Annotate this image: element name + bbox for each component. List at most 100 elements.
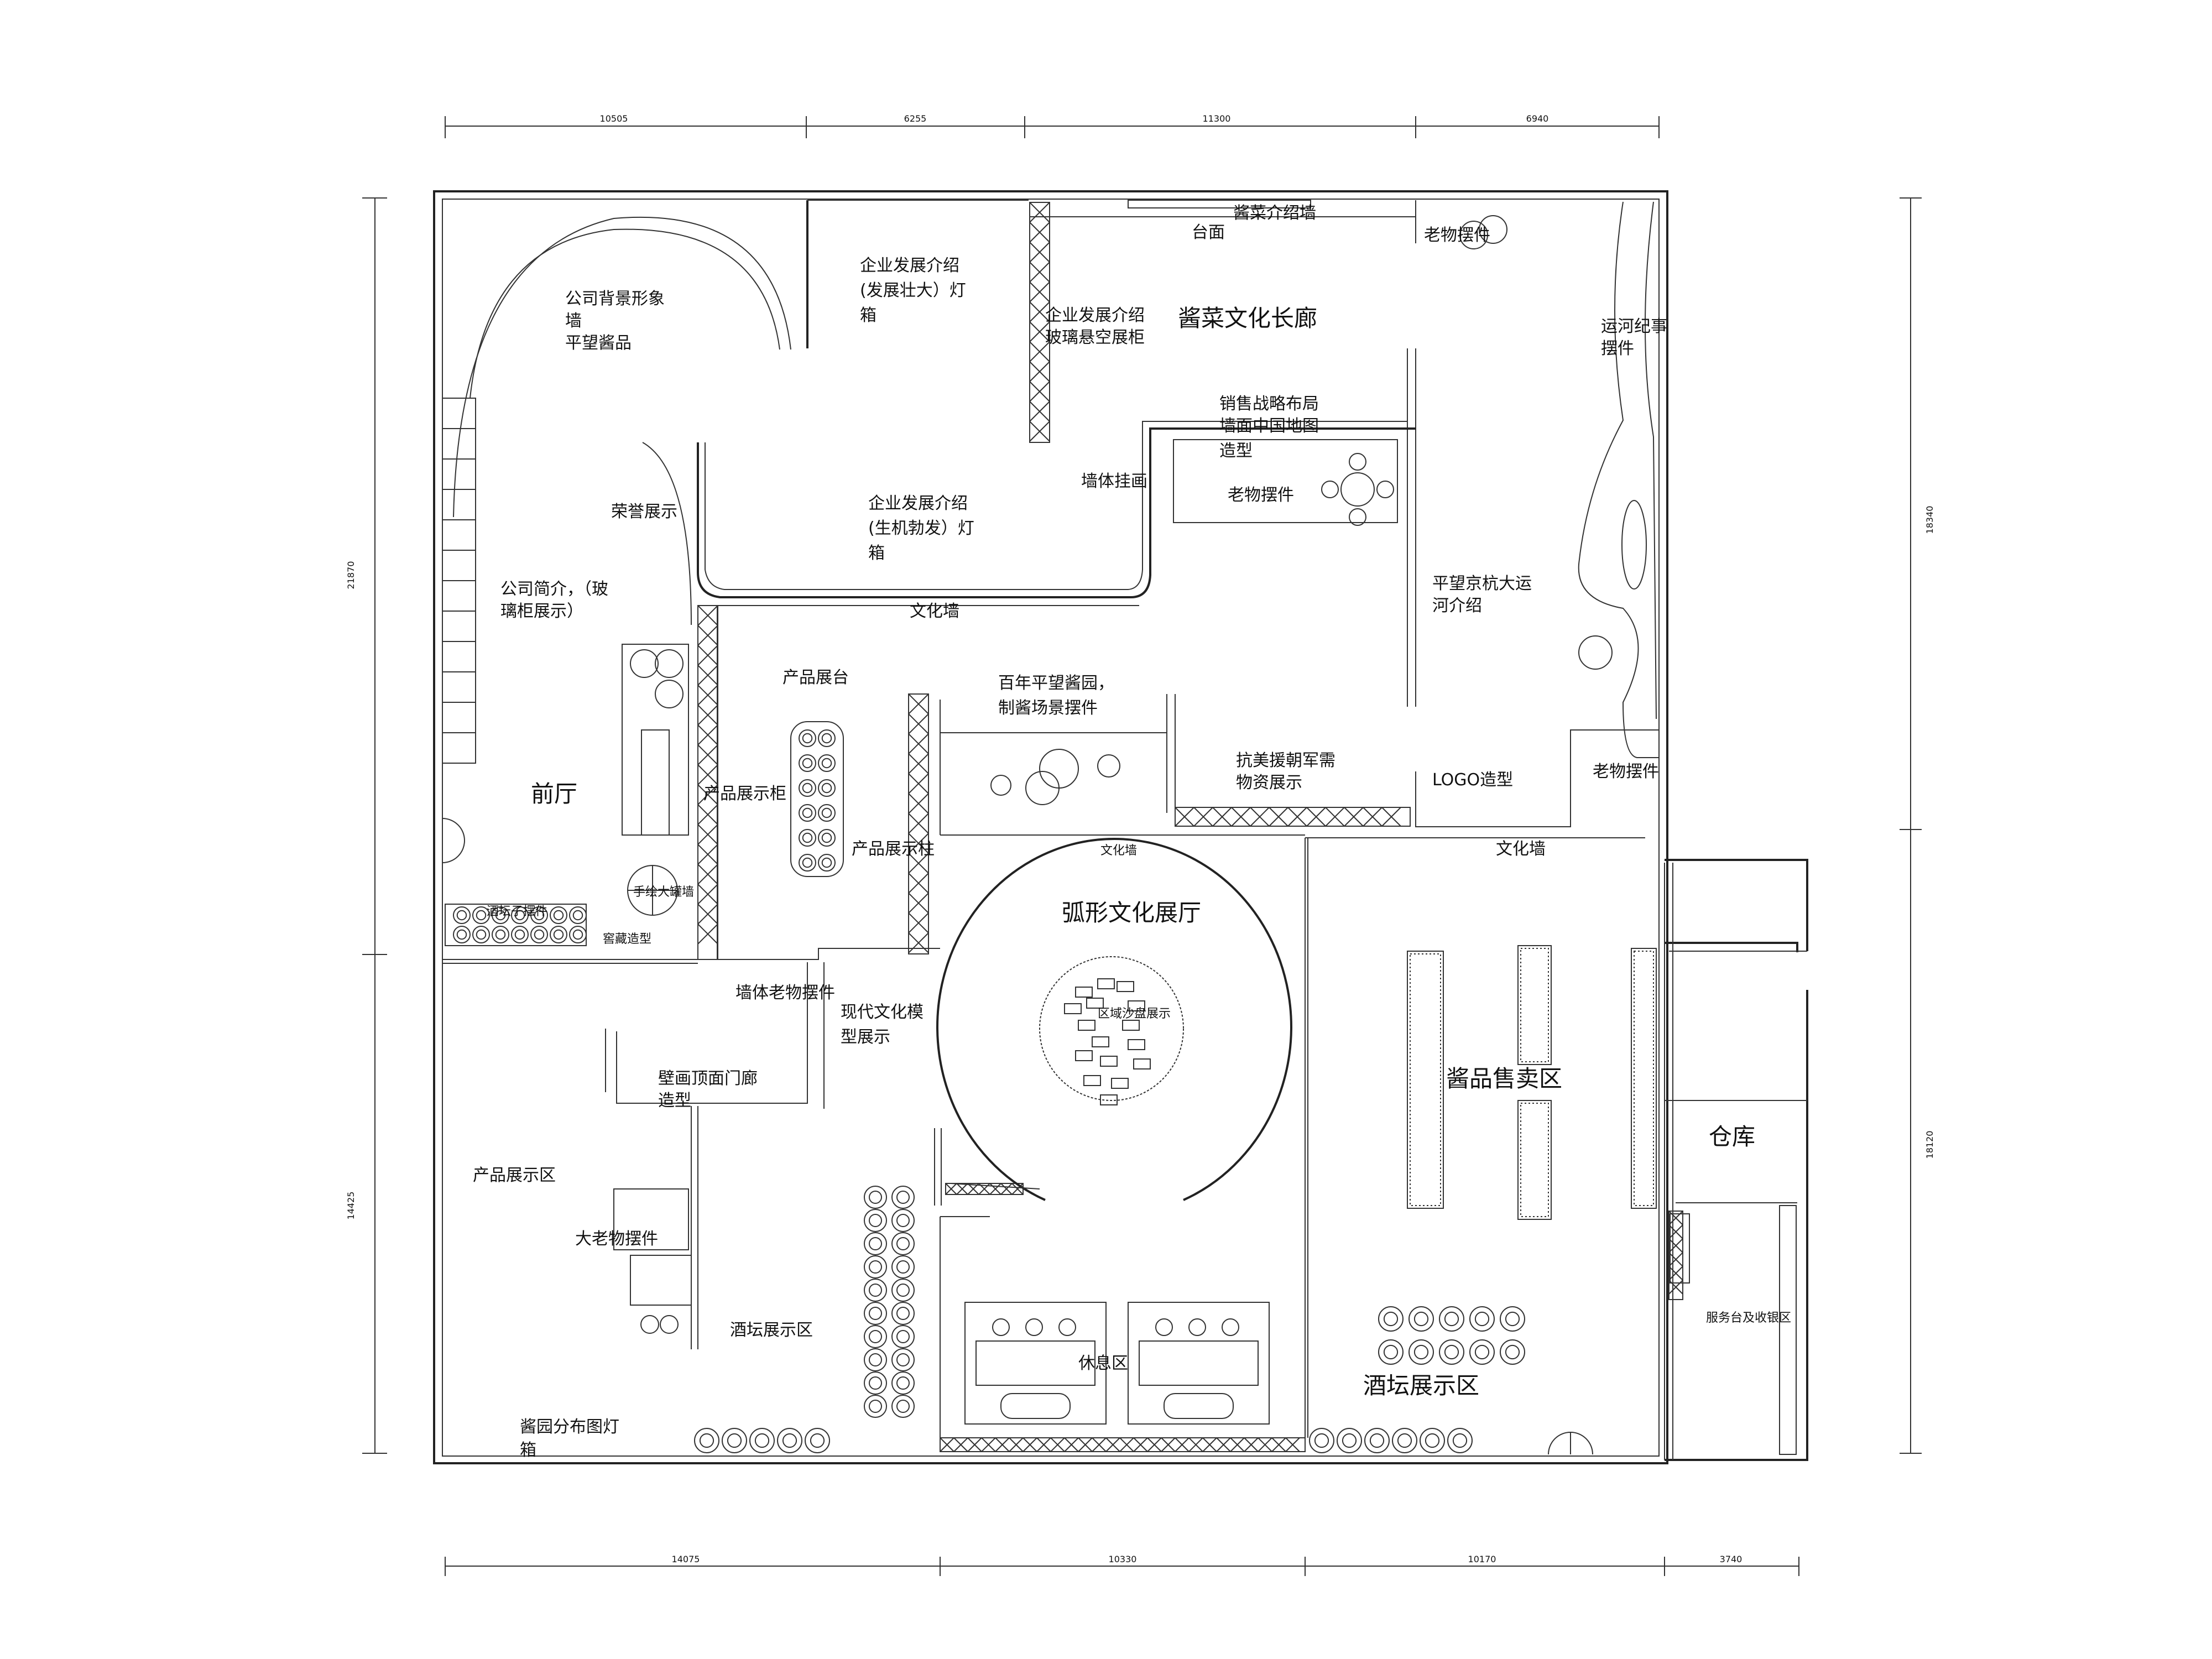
jar-inner xyxy=(896,1353,910,1366)
wall-slab xyxy=(442,398,476,429)
label-stamp: 窖藏造型 xyxy=(603,932,651,946)
wall-slab xyxy=(442,671,476,703)
hatched-beam-bottom-hatch xyxy=(1105,1437,1120,1452)
label-century-2: 制酱场景摆件 xyxy=(998,698,1098,718)
jar-inner xyxy=(514,929,525,940)
sand-table-block xyxy=(1064,1003,1082,1014)
jar xyxy=(891,1325,915,1348)
jar-inner xyxy=(896,1214,910,1227)
hatched-beam-bottom-hatch xyxy=(1092,1437,1107,1452)
jar-inner xyxy=(869,1191,882,1204)
jar xyxy=(864,1302,887,1325)
hatched-column-mid-hatch xyxy=(908,893,929,914)
dim-right-1: 18340 xyxy=(1924,506,1935,534)
jar xyxy=(453,906,471,924)
jar-inner xyxy=(896,1376,910,1390)
room-labels: 前厅 酱菜文化长廊 弧形文化展厅 酱品售卖区 仓库 酒坛展示区 xyxy=(531,305,1755,1399)
sand-table-block xyxy=(1078,1020,1095,1031)
hatched-column-left-hatch xyxy=(697,804,718,825)
label-dev-lightbox-3: 箱 xyxy=(860,306,877,325)
label-big-old-items: 大老物摆件 xyxy=(575,1229,658,1249)
hatched-column-service-hatch xyxy=(1668,1252,1683,1267)
hatched-beam-aid-hatch xyxy=(1212,807,1232,827)
label-honor: 荣誉展示 xyxy=(611,502,677,521)
room-jar-area: 酒坛展示区 xyxy=(1363,1372,1479,1399)
stage-item xyxy=(799,804,816,822)
label-bg-wall-3: 平望酱品 xyxy=(565,333,632,353)
hatched-beam-arc-hatch xyxy=(989,1183,1001,1195)
hatched-column-top-hatch xyxy=(1029,321,1050,342)
jar-inner xyxy=(896,1191,910,1204)
hatched-beam-bottom-hatch xyxy=(1271,1437,1286,1452)
arc-hall xyxy=(936,838,1292,1201)
jar-inner xyxy=(896,1284,910,1297)
furniture xyxy=(442,215,1797,1455)
label-mural-1: 壁画顶面门廊 xyxy=(658,1069,758,1088)
hatched-beam-bottom-hatch xyxy=(1009,1437,1024,1452)
label-century-1: 百年平望酱园， xyxy=(998,674,1114,693)
room-front-hall: 前厅 xyxy=(531,780,577,807)
dim-bottom-3: 10170 xyxy=(1468,1554,1496,1564)
jar-inner xyxy=(534,910,545,921)
dim-bottom-1: 14075 xyxy=(672,1554,700,1564)
hatched-beam-bottom xyxy=(940,1437,1306,1452)
hatched-column-mid-hatch xyxy=(908,873,929,894)
jar-inner xyxy=(456,910,467,921)
hatched-column-left-hatch xyxy=(697,844,718,865)
jar xyxy=(864,1395,887,1418)
jar xyxy=(891,1279,915,1302)
sand-table-block xyxy=(1128,1000,1145,1011)
label-canal-story-2: 摆件 xyxy=(1601,339,1634,358)
label-dev-lightbox-1: 企业发展介绍 xyxy=(860,256,959,275)
hatched-beam-bottom-hatch xyxy=(1175,1437,1190,1452)
hatched-column-top-hatch xyxy=(1029,421,1050,442)
jar xyxy=(530,906,548,924)
hatched-beam-bottom-hatch xyxy=(1147,1437,1162,1452)
hatched-beam-aid-hatch xyxy=(1363,807,1383,827)
dim-bottom-4: 3740 xyxy=(1720,1554,1743,1564)
hatched-column-mid-hatch xyxy=(908,833,929,854)
jar xyxy=(472,906,490,924)
sand-table-block xyxy=(1117,981,1134,992)
stage-item xyxy=(818,754,836,772)
hatched-column-left-hatch xyxy=(697,625,718,646)
hatched-column-mid-hatch xyxy=(908,932,929,953)
jar-inner xyxy=(1505,1311,1520,1327)
sand-table-block xyxy=(1086,998,1104,1009)
hatched-beam-aid-hatch xyxy=(1175,807,1194,827)
hatched-column-left-hatch xyxy=(697,904,718,925)
jar-inner xyxy=(896,1237,910,1250)
hatched-column-left-hatch xyxy=(697,744,718,765)
wall-slab xyxy=(442,428,476,460)
hatched-beam-bottom-hatch xyxy=(1133,1437,1148,1452)
hatched-column-top-hatch xyxy=(1029,262,1050,283)
hatched-column-left xyxy=(697,605,718,960)
hatched-column-mid-hatch xyxy=(908,793,929,814)
sand-table-block xyxy=(1100,1094,1118,1105)
label-culture-wall-small: 文化墙 xyxy=(1100,844,1137,858)
hatched-column-top-hatch xyxy=(1029,401,1050,422)
jar xyxy=(492,906,509,924)
jar xyxy=(864,1325,887,1348)
hatched-beam-bottom-hatch xyxy=(1188,1437,1203,1452)
wall-slab xyxy=(442,732,476,764)
stage-item xyxy=(799,829,816,847)
jar-inner xyxy=(572,910,583,921)
label-dev2-1: 企业发展介绍 xyxy=(868,494,968,513)
jar-inner xyxy=(1474,1344,1490,1360)
jar-inner xyxy=(1314,1433,1329,1448)
jar xyxy=(1337,1428,1362,1453)
jar xyxy=(1447,1428,1473,1453)
jar xyxy=(891,1302,915,1325)
hatched-column-mid-hatch xyxy=(908,693,929,714)
jar-inner xyxy=(495,929,506,940)
hatched-column-left-hatch xyxy=(697,685,718,706)
hatched-beam-bottom-hatch xyxy=(1022,1437,1037,1452)
jar xyxy=(864,1279,887,1302)
label-company-intro-1: 公司简介，（玻 xyxy=(500,580,608,599)
jar-inner xyxy=(896,1330,910,1343)
label-sales-map-2: 墙面中国地图 xyxy=(1219,416,1319,436)
hatched-column-mid-hatch xyxy=(908,773,929,794)
jar-inner xyxy=(1452,1433,1468,1448)
jar xyxy=(1408,1339,1434,1365)
